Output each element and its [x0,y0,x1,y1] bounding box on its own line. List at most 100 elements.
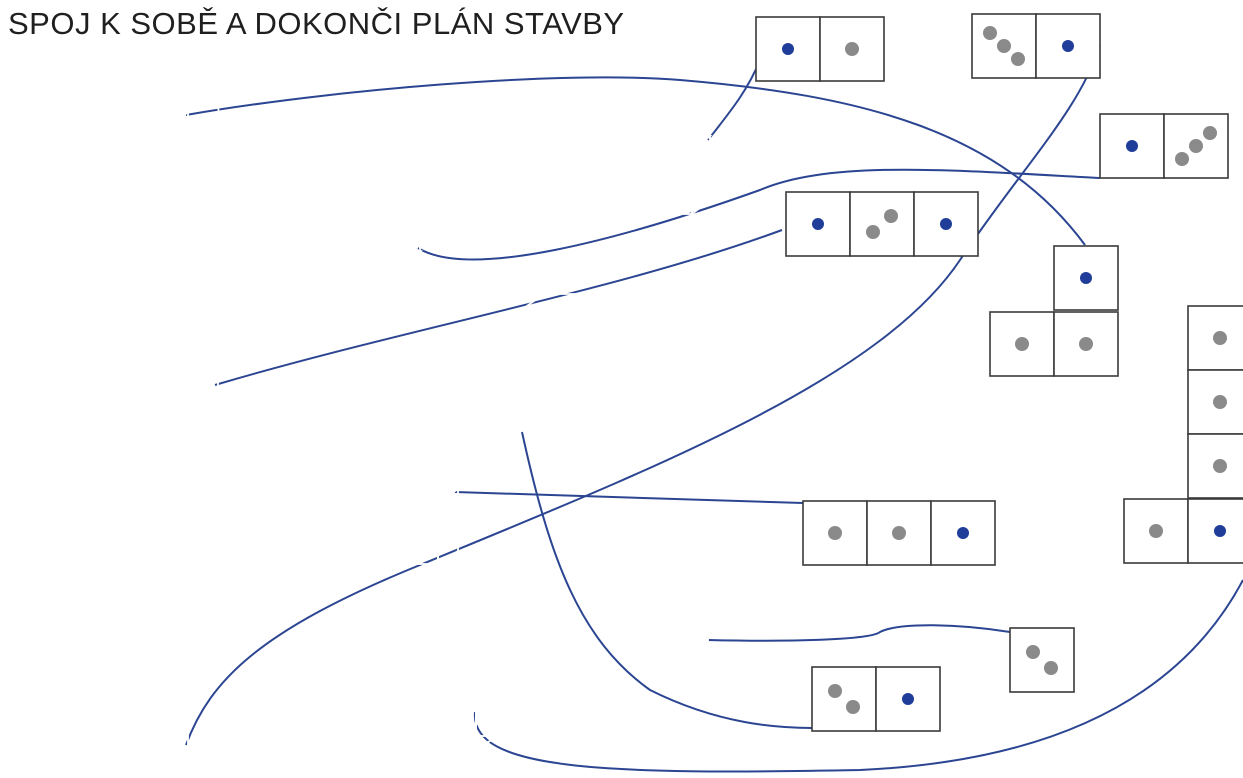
connector-line [473,579,1243,773]
plan-cell [819,16,885,82]
cube-top-face [272,250,362,265]
cube-side-face [183,89,220,181]
gray-dot-mark [892,526,906,540]
plan-cell [971,13,1037,79]
plan-cell [1187,433,1243,499]
connector-line [185,44,1101,746]
cube-front-face [43,649,107,713]
gray-dot-mark [1026,645,1040,659]
cube-front-face [21,137,87,203]
cube-side-face [167,697,189,776]
cube-front-face [351,685,415,749]
connector-line [707,59,761,141]
cube-side-face [475,672,501,750]
blue-dot-mark [812,218,824,230]
cube-front-face [43,711,107,775]
plan-cell [1187,305,1243,371]
cube-top-face [310,488,400,503]
cube-side-face [647,354,669,434]
cube-front-face [313,501,377,565]
gray-dot-mark [1213,395,1227,409]
connector-line [185,76,1086,246]
cube-side-face [627,134,647,216]
cube-top-face [40,574,130,589]
cube-side-face [691,134,711,216]
plan-cell [785,191,851,257]
cube-top-face [248,488,338,503]
cube-front-face [523,307,587,371]
plan-grid-p2 [971,13,1101,79]
gray-dot-mark [1011,52,1025,66]
plan-cell-box [1187,498,1243,564]
cube-side-face [85,110,125,204]
connector-line [521,431,813,729]
worksheet-title: SPOJ K SOBĚ A DOKONČI PLÁN STAVBY [8,6,625,41]
cube-side-face [523,648,549,726]
plan-grids [755,13,1243,732]
connector-line [214,229,783,386]
plan-grid-p6 [1123,305,1243,564]
gray-dot-mark [1175,152,1189,166]
plan-cell-box [1009,627,1075,693]
plan-cell-box [811,666,877,732]
cube-top-face [40,698,130,713]
blue-dot-mark [782,43,794,55]
cube-top-face [521,355,609,371]
plan-cell [1187,498,1243,564]
plan-cell [755,16,821,82]
block-figure-c [561,134,713,216]
cube-front-face [413,685,477,749]
connector-line [454,491,804,504]
cube-top-face [625,135,713,151]
block-figure-a [19,89,222,204]
cube-side-face [337,249,359,328]
cube-front-face [85,137,151,203]
cube-top-face [583,355,671,371]
cube-side-face [499,660,525,738]
block-figure-f [248,487,462,566]
block-figures [6,89,713,776]
gray-dot-mark [1203,126,1217,140]
cube-front-face [105,711,169,775]
block-figure-e [521,292,671,434]
cube-front-face [9,391,73,455]
cube-front-face [71,329,135,393]
plan-cell [811,666,877,732]
gray-dot-mark [1079,337,1093,351]
connector-lines [185,44,1243,773]
cube-front-face [55,113,122,180]
blue-dot-mark [1214,525,1226,537]
blue-dot-mark [1062,40,1074,52]
gray-dot-mark [1044,661,1058,675]
gray-dot-mark [997,39,1011,53]
cube-top-face [334,126,424,141]
cube-front-face [337,139,401,203]
plan-cell [875,666,941,732]
plan-cell [1163,113,1229,179]
cube-side-face [375,487,397,566]
cube-front-face [337,201,401,265]
plan-cell [1053,245,1119,311]
block-figure-h [40,573,192,776]
gray-dot-mark [1015,337,1029,351]
cube-top-face [372,488,462,503]
plan-cell [1123,498,1189,564]
cube-side-face [133,314,157,394]
cube-top-face [334,188,424,203]
plan-cell [866,500,932,566]
plan-cell [930,500,996,566]
cube-front-face [337,263,401,327]
gray-dot-mark [1213,459,1227,473]
gray-dot-mark [845,42,859,56]
cube-front-face [627,149,693,215]
blue-dot-mark [1080,272,1092,284]
blue-dot-mark [957,527,969,539]
cube-side-face [585,292,607,372]
cube-front-face [251,501,315,565]
plan-cell [849,191,915,257]
cube-front-face [43,587,107,651]
plan-cell-box [849,191,915,257]
plan-grid-p3 [1099,113,1229,179]
cube-side-face [399,125,421,204]
